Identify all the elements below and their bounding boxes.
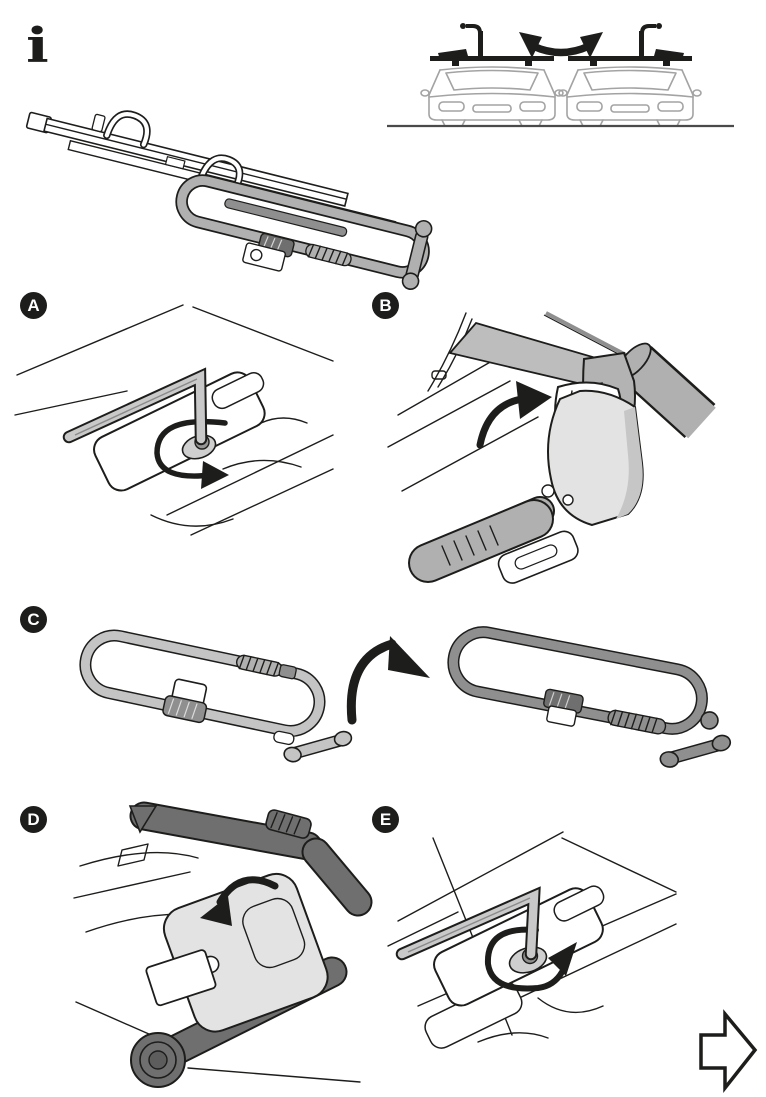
- holder-housing: [162, 872, 329, 1033]
- wheel-crossbar: [659, 711, 732, 768]
- crossbar-end: [401, 219, 433, 290]
- ratchet-strap: [162, 678, 208, 724]
- base-bracket: [145, 949, 217, 1007]
- hex-key: [395, 886, 541, 961]
- cars-direction-figure: [387, 21, 734, 128]
- step-e-illustration: [387, 831, 677, 1049]
- curved-arrow-up-icon: [476, 381, 552, 449]
- plate-slot: [211, 372, 265, 410]
- step-c-badge: C: [20, 606, 47, 633]
- step-e-badge: E: [372, 806, 399, 833]
- outline-arrow-right-icon: [699, 1009, 758, 1094]
- step-a-badge: A: [20, 292, 47, 319]
- info-icon: i: [26, 18, 49, 74]
- car-right: [558, 21, 702, 127]
- step-c-frame-after: [447, 626, 732, 768]
- step-b-badge: B: [372, 292, 399, 319]
- spring-detail: [607, 709, 667, 735]
- step-e-label: E: [379, 810, 392, 829]
- curved-double-arrow-icon: [519, 32, 603, 58]
- step-c-label: C: [27, 610, 40, 629]
- rail-slot-plate: [497, 530, 579, 584]
- curved-arrow-down-icon: [200, 876, 279, 926]
- tray-lines: [387, 312, 539, 492]
- plate-slot: [553, 885, 605, 922]
- step-a-label: A: [27, 296, 40, 315]
- pivot-bolt: [541, 484, 555, 498]
- step-d-label: D: [27, 810, 40, 829]
- carrier-overview-illustration: [25, 110, 433, 290]
- mount-bracket: [242, 242, 286, 272]
- carrier-silhouette-right: [637, 21, 686, 62]
- clamp-lever: [265, 809, 312, 839]
- carrier-silhouette-left: [436, 21, 485, 62]
- wheel-crossbar: [273, 730, 353, 763]
- crossbar-tube: [616, 342, 716, 439]
- arch-arrow-icon: [346, 636, 430, 725]
- step-d-badge: D: [20, 806, 47, 833]
- wheel-clamp-front: [91, 110, 151, 149]
- hex-key: [62, 367, 208, 446]
- inner-arm: [224, 198, 348, 237]
- u-frame-dark: [447, 626, 708, 735]
- frame-tube-top: [128, 801, 373, 917]
- step-c-frame-before: [79, 629, 353, 763]
- step-b-illustration: [387, 311, 716, 584]
- circular-arrow-icon: [484, 926, 577, 992]
- spring-detail: [305, 243, 352, 267]
- circular-arrow-icon: [154, 418, 229, 489]
- bar-edge-strip: [543, 311, 627, 358]
- load-bar-lines: [14, 304, 334, 536]
- folded-tubes: [408, 496, 555, 583]
- wheel-clamp-rear: [164, 154, 244, 190]
- ratchet-strap: [543, 688, 584, 727]
- spring-detail: [235, 654, 297, 680]
- step-a-illustration: [14, 304, 334, 536]
- step-d-illustration: [73, 801, 373, 1088]
- step-b-label: B: [379, 296, 392, 315]
- holder-housing: [547, 389, 644, 527]
